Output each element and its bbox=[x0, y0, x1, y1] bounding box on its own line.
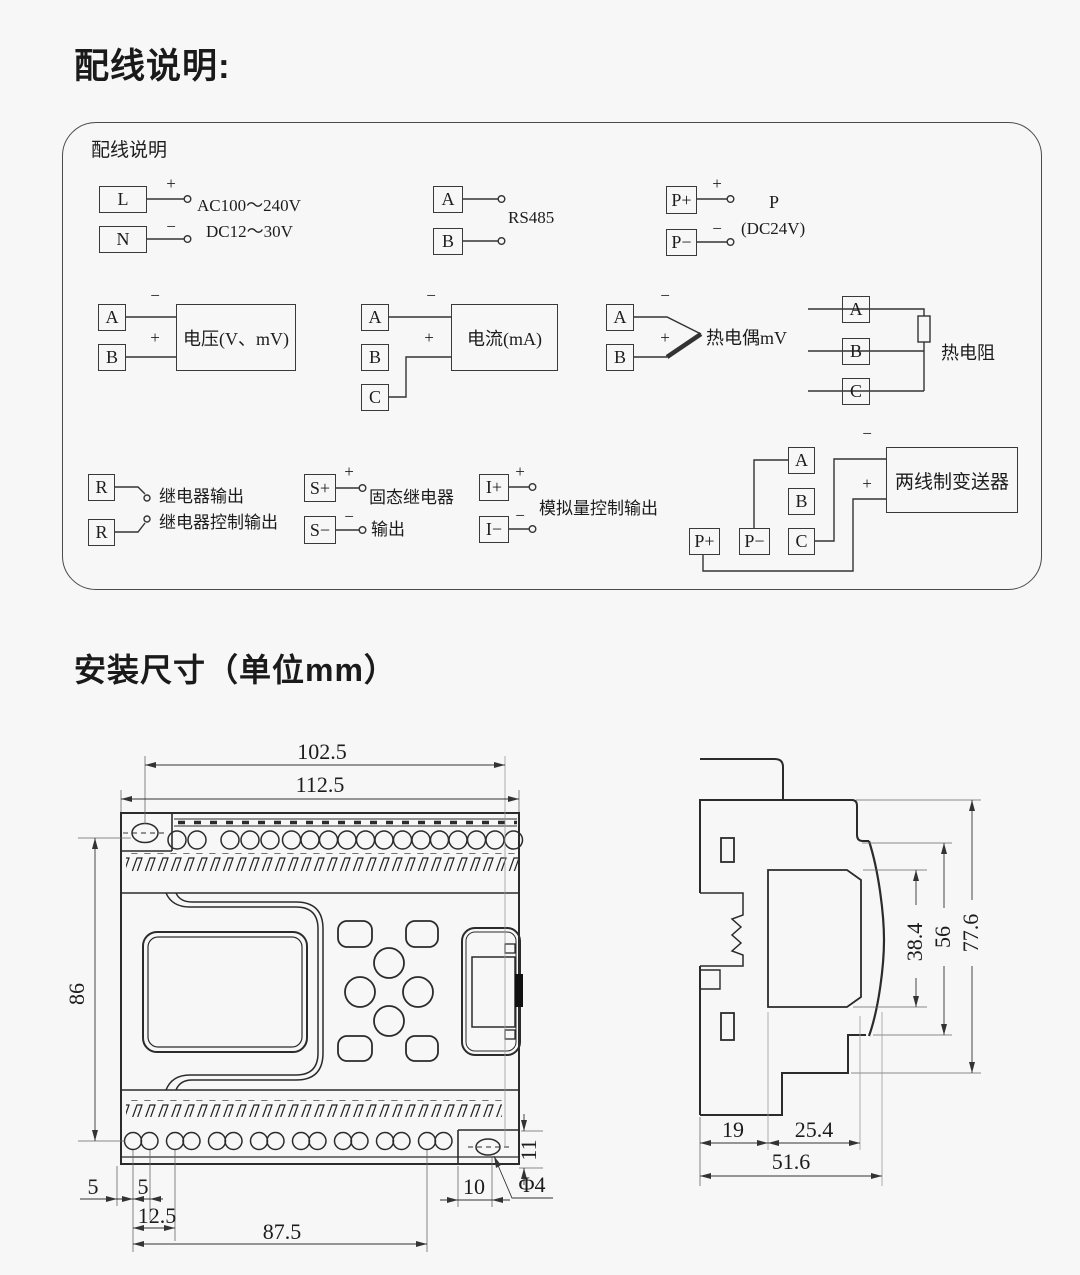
outside-arrowheads bbox=[106, 1120, 527, 1203]
dim-11: 11 bbox=[516, 1139, 541, 1160]
terminal-box-N: N bbox=[99, 226, 147, 253]
dim-38-4: 38.4 bbox=[902, 923, 927, 962]
terminal-box-relay-2: R bbox=[88, 519, 115, 546]
terminal-box-s-minus: S− bbox=[304, 516, 336, 544]
two-wire-transmitter-box: 两线制变送器 bbox=[886, 447, 1018, 513]
dim-phi4: Φ4 bbox=[518, 1172, 545, 1197]
terminal-box-i-plus: I+ bbox=[479, 474, 509, 501]
relay-control-output-label: 继电器控制输出 bbox=[159, 513, 278, 532]
dc-range-label: DC12～30V bbox=[206, 222, 293, 241]
minus-sign: − bbox=[660, 286, 670, 305]
dim-112-5: 112.5 bbox=[296, 772, 345, 797]
display-window bbox=[142, 931, 308, 1053]
plus-sign: + bbox=[660, 328, 670, 347]
dim-51-6: 51.6 bbox=[772, 1149, 811, 1174]
extension-lines bbox=[78, 756, 981, 1252]
minus-sign: − bbox=[515, 506, 525, 525]
dim-19: 19 bbox=[722, 1117, 744, 1142]
wiring-panel: 配线说明 L N + − AC100～240V DC12～30V A B RS4… bbox=[62, 122, 1042, 590]
ac-range-label: AC100～240V bbox=[197, 196, 301, 215]
terminal-box-i-minus: I− bbox=[479, 516, 509, 543]
rtd-label: 热电阻 bbox=[941, 343, 995, 363]
current-input-box: 电流(mA) bbox=[451, 304, 558, 371]
plus-sign: + bbox=[712, 174, 722, 193]
minus-sign: − bbox=[166, 217, 176, 236]
terminal-box-rtd-c: C bbox=[842, 378, 870, 405]
side-view-drawing bbox=[699, 758, 886, 1116]
ssr-label-1: 固态继电器 bbox=[369, 488, 454, 507]
dim-87-5: 87.5 bbox=[263, 1219, 302, 1244]
section-title-dimensions: 安装尺寸（单位mm） bbox=[74, 652, 397, 688]
side-connector-port bbox=[461, 927, 523, 1056]
plus-sign: + bbox=[150, 328, 160, 347]
minus-sign: − bbox=[712, 219, 722, 238]
dim-56: 56 bbox=[930, 926, 955, 948]
panel-label: 配线说明 bbox=[91, 140, 168, 161]
voltage-input-box: 电压(V、mV) bbox=[176, 304, 296, 371]
terminal-box-rs485-b: B bbox=[433, 228, 463, 255]
terminal-box-tx-c: C bbox=[788, 528, 815, 555]
terminal-box-relay-1: R bbox=[88, 474, 115, 501]
thermocouple-label: 热电偶mV bbox=[706, 328, 787, 348]
terminal-box-s-plus: S+ bbox=[304, 474, 336, 502]
analog-output-label: 模拟量控制输出 bbox=[539, 499, 658, 518]
terminal-box-voltage-a: A bbox=[98, 304, 126, 331]
terminal-box-tc-a: A bbox=[606, 304, 634, 331]
dc24v-label: (DC24V) bbox=[741, 219, 806, 238]
dim-5-pitch: 5 bbox=[138, 1174, 149, 1199]
terminal-box-tx-p-minus: P− bbox=[739, 528, 770, 555]
terminal-box-rs485-a: A bbox=[433, 186, 463, 213]
dimension-labels: 102.5 112.5 86 5 5 12.5 87.5 10 Φ4 11 19… bbox=[64, 739, 983, 1244]
terminal-box-tx-a: A bbox=[788, 447, 815, 474]
terminal-box-current-c: C bbox=[361, 384, 389, 411]
terminal-box-current-b: B bbox=[361, 344, 389, 371]
terminal-box-p-plus: P+ bbox=[666, 186, 697, 214]
dim-25-4: 25.4 bbox=[795, 1117, 834, 1142]
dim-12-5: 12.5 bbox=[138, 1203, 177, 1228]
terminal-box-tx-b: B bbox=[788, 488, 815, 515]
rs485-label: RS485 bbox=[508, 208, 555, 227]
display-bezel-outline bbox=[165, 892, 319, 1091]
terminal-box-tc-b: B bbox=[606, 344, 634, 371]
top-terminal-row bbox=[167, 830, 524, 850]
front-view-drawing bbox=[120, 812, 524, 1165]
dim-102-5: 102.5 bbox=[297, 739, 347, 764]
minus-sign: − bbox=[150, 286, 160, 305]
dim-77-6: 77.6 bbox=[958, 914, 983, 953]
plus-sign: + bbox=[166, 174, 176, 193]
terminal-box-p-minus: P− bbox=[666, 229, 697, 256]
page-title: 配线说明: bbox=[74, 47, 231, 86]
bottom-terminal-row bbox=[123, 1131, 453, 1151]
relay-output-label: 继电器输出 bbox=[159, 487, 244, 506]
dimension-drawings: 102.5 112.5 86 5 5 12.5 87.5 10 Φ4 11 19… bbox=[64, 739, 983, 1252]
dim-10: 10 bbox=[463, 1174, 485, 1199]
wiring-diagram-lines bbox=[115, 194, 931, 572]
dim-5-edge: 5 bbox=[88, 1174, 99, 1199]
display-block-side bbox=[767, 869, 862, 1008]
din-rail-groove bbox=[700, 892, 744, 967]
minus-sign: − bbox=[426, 286, 436, 305]
dim-86: 86 bbox=[64, 983, 89, 1005]
plus-sign: + bbox=[344, 462, 354, 481]
terminal-box-voltage-b: B bbox=[98, 344, 126, 371]
terminal-box-rtd-b: B bbox=[842, 338, 870, 365]
plus-sign: + bbox=[862, 474, 872, 493]
minus-sign: − bbox=[344, 507, 354, 526]
minus-sign: − bbox=[862, 424, 872, 443]
terminal-box-tx-p-plus: P+ bbox=[689, 528, 720, 555]
plus-sign: + bbox=[515, 462, 525, 481]
terminal-box-current-a: A bbox=[361, 304, 389, 331]
terminal-box-L: L bbox=[99, 186, 147, 213]
ssr-label-2: 输出 bbox=[371, 520, 405, 539]
terminal-box-rtd-a: A bbox=[842, 296, 870, 323]
keypad-buttons bbox=[337, 920, 439, 1062]
p-supply-label: P bbox=[769, 192, 780, 212]
plus-sign: + bbox=[424, 328, 434, 347]
